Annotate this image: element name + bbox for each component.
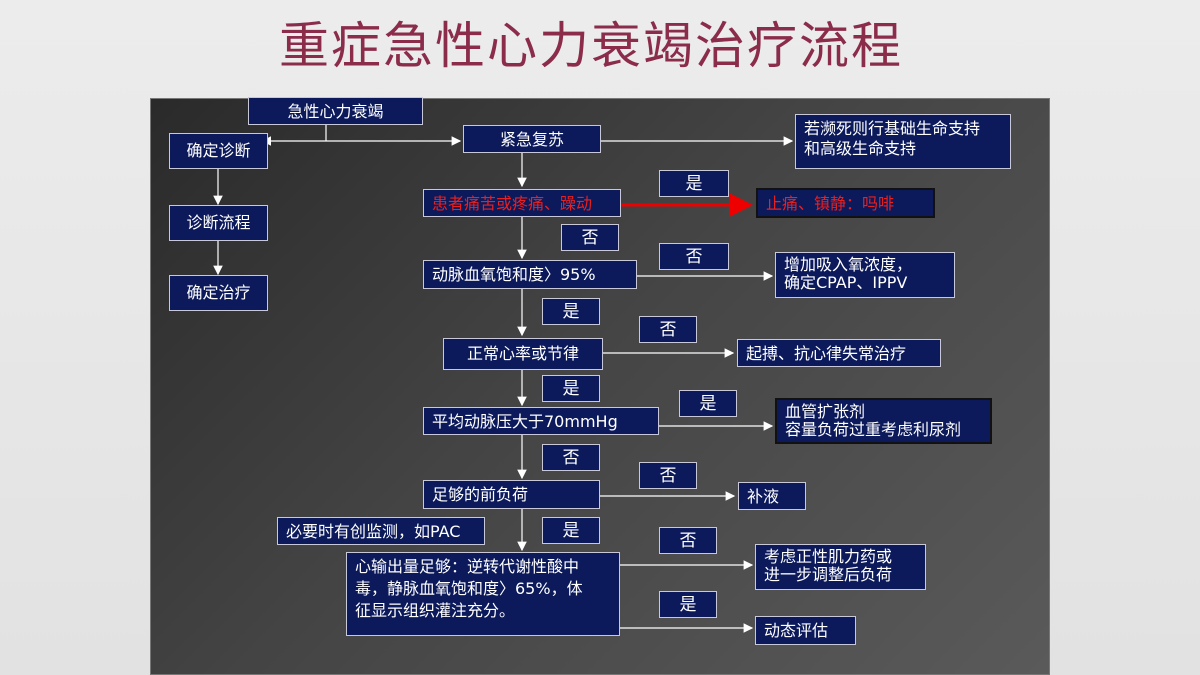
label-no-pressure: 否 — [542, 444, 600, 471]
node-fluid-replacement: 补液 — [738, 482, 806, 510]
node-cardiac-output: 心输出量足够：逆转代谢性酸中 毒，静脉血氧饱和度〉65%，体 征显示组织灌注充分… — [346, 552, 620, 636]
label-no-rhythm: 否 — [639, 316, 697, 343]
node-emergency-resuscitation: 紧急复苏 — [463, 125, 601, 153]
node-life-support: 若濒死则行基础生命支持 和高级生命支持 — [795, 114, 1011, 169]
node-vasodilator-diuretic: 血管扩张剂 容量负荷过重考虑利尿剂 — [775, 398, 992, 444]
label-no-pain: 否 — [561, 224, 619, 251]
node-pain-agitation: 患者痛苦或疼痛、躁动 — [423, 189, 621, 217]
node-pacing-antiarrhythmic: 起搏、抗心律失常治疗 — [737, 339, 941, 367]
label-yes-preload: 是 — [542, 517, 600, 544]
node-adequate-preload: 足够的前负荷 — [423, 480, 600, 509]
node-invasive-monitoring: 必要时有创监测，如PAC — [277, 517, 485, 545]
page-title: 重症急性心力衰竭治疗流程 — [279, 17, 903, 75]
node-dynamic-assessment: 动态评估 — [755, 616, 856, 645]
label-yes-pain: 是 — [659, 170, 729, 197]
label-no-output: 否 — [659, 527, 717, 554]
node-normal-rhythm: 正常心率或节律 — [443, 338, 603, 370]
node-analgesia-sedation: 止痛、镇静：吗啡 — [756, 188, 935, 218]
label-yes-pressure: 是 — [679, 390, 737, 417]
node-confirm-diagnosis: 确定诊断 — [169, 133, 268, 169]
node-inotrope: 考虑正性肌力药或 进一步调整后负荷 — [755, 544, 926, 590]
node-arterial-saturation: 动脉血氧饱和度〉95% — [423, 260, 637, 289]
node-confirm-treatment: 确定治疗 — [169, 275, 268, 311]
label-yes-rhythm: 是 — [542, 375, 600, 402]
label-yes-saturation: 是 — [542, 298, 600, 325]
label-no-preload: 否 — [639, 462, 697, 489]
node-increase-oxygen: 增加吸入氧浓度， 确定CPAP、IPPV — [775, 252, 955, 298]
node-mean-arterial-pressure: 平均动脉压大于70mmHg — [423, 407, 659, 435]
label-no-saturation: 否 — [659, 243, 729, 270]
node-diagnosis-flow: 诊断流程 — [169, 205, 268, 241]
node-acute-heart-failure: 急性心力衰竭 — [248, 97, 423, 125]
label-yes-output: 是 — [659, 591, 717, 618]
